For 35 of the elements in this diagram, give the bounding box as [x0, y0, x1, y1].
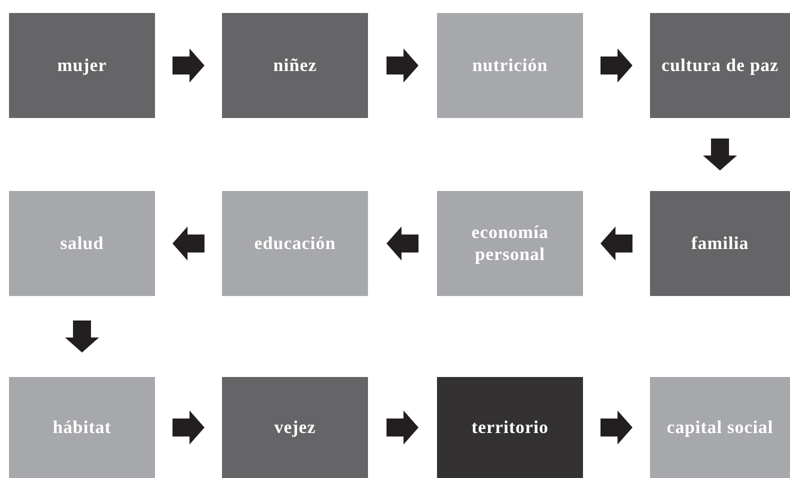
box-label: capital social — [666, 416, 774, 438]
process-box — [222, 191, 368, 296]
box-label: vejez — [274, 416, 316, 438]
process-box — [9, 191, 155, 296]
block-arrow — [172, 226, 204, 260]
box-label: hábitat — [52, 416, 112, 438]
box-label: nutrición — [472, 54, 548, 76]
box-label: territorio — [472, 416, 548, 438]
block-arrow — [600, 48, 632, 82]
process-box — [650, 13, 790, 118]
block-arrow — [600, 226, 632, 260]
block-arrow — [65, 320, 99, 352]
block-arrow — [172, 48, 204, 82]
process-box — [650, 191, 790, 296]
box-label: economía personal — [470, 222, 550, 266]
process-box — [9, 377, 155, 478]
process-box — [222, 13, 368, 118]
process-box — [437, 377, 583, 478]
block-arrow — [386, 410, 418, 444]
block-arrow — [172, 410, 204, 444]
box-label: educación — [254, 232, 336, 254]
process-box — [222, 377, 368, 478]
box-label: mujer — [57, 54, 107, 76]
block-arrow — [386, 226, 418, 260]
block-arrow — [703, 138, 737, 170]
block-arrow — [600, 410, 632, 444]
box-label: salud — [60, 232, 104, 254]
box-label: cultura de paz — [662, 54, 778, 76]
box-label: niñez — [273, 54, 317, 76]
process-box — [437, 191, 583, 296]
process-box — [650, 377, 790, 478]
process-box — [9, 13, 155, 118]
box-label: familia — [691, 232, 749, 254]
block-arrow — [386, 48, 418, 82]
process-box — [437, 13, 583, 118]
